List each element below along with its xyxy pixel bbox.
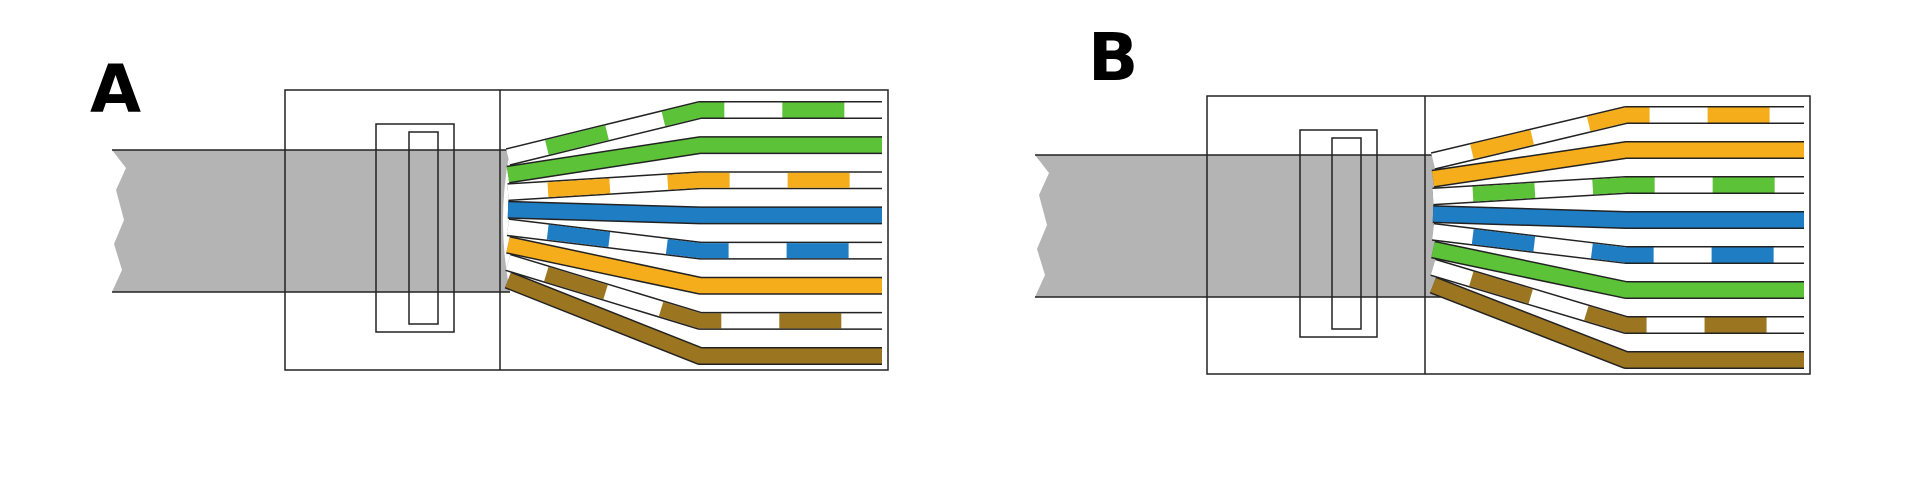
wire-4 xyxy=(1432,206,1804,228)
wire-group xyxy=(504,101,882,365)
wire-group xyxy=(1429,106,1804,369)
wire-5-stripe xyxy=(1432,224,1804,263)
panel-b: B xyxy=(1035,19,1811,375)
wire-5-stripe xyxy=(507,219,882,259)
wire-8 xyxy=(505,273,882,364)
wire-1-stripe xyxy=(1431,107,1804,169)
connector-outline xyxy=(284,89,889,371)
wire-3-stripe xyxy=(507,172,882,200)
wire-7-stripe xyxy=(1430,260,1804,333)
wire-8 xyxy=(1430,278,1804,368)
latch-inner xyxy=(1331,137,1362,330)
cable-jacket xyxy=(1035,155,1445,297)
latch-outer xyxy=(375,123,455,333)
panel-a: A xyxy=(90,51,889,371)
latch-outer xyxy=(1299,129,1378,338)
cable-jacket xyxy=(112,150,510,292)
wire-6 xyxy=(1431,242,1804,298)
panel-a-label: A xyxy=(90,51,141,128)
wire-4 xyxy=(507,202,882,223)
wire-2 xyxy=(506,137,882,182)
wire-2 xyxy=(1431,142,1804,187)
latch-inner xyxy=(408,131,439,325)
panel-b-label: B xyxy=(1088,19,1138,96)
wire-6 xyxy=(506,237,882,294)
wire-1-stripe xyxy=(506,102,882,165)
connector-outline xyxy=(1206,95,1811,375)
wire-7-stripe xyxy=(505,255,882,329)
wire-3-stripe xyxy=(1432,177,1804,204)
